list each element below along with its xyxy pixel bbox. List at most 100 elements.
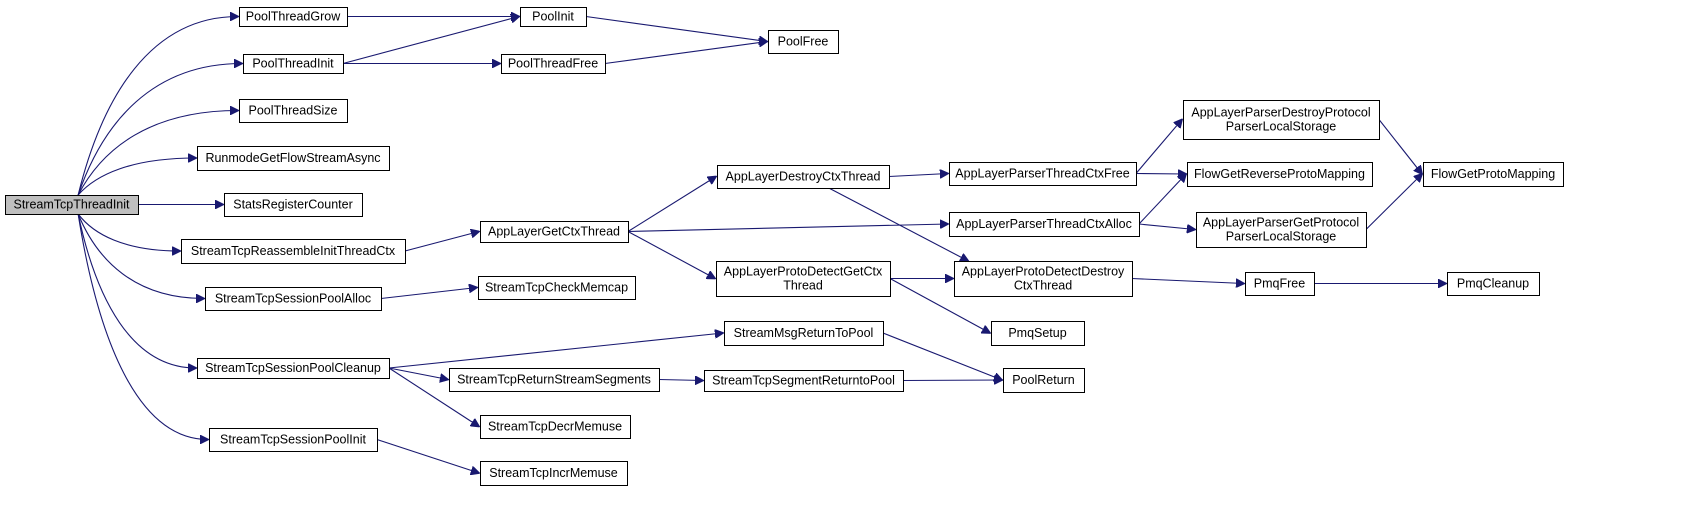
node-label: StreamTcpIncrMemuse xyxy=(489,466,618,480)
node-label: StreamTcpReassembleInitThreadCtx xyxy=(191,244,396,258)
node-label: StatsRegisterCounter xyxy=(233,198,353,212)
node-app-layer-parser-thread-ctx-alloc[interactable]: AppLayerParserThreadCtxAlloc xyxy=(949,212,1140,237)
edge-stream-tcp-thread-init-to-stream-tcp-session-pool-cleanup xyxy=(77,213,196,368)
node-label: PoolThreadInit xyxy=(252,57,334,71)
node-box xyxy=(478,276,636,300)
edge-stream-tcp-segment-returnto-pool-to-pool-return xyxy=(902,380,1002,381)
node-label: StreamTcpSegmentReturntoPool xyxy=(712,374,895,388)
edge-app-layer-parser-thread-ctx-alloc-to-flow-get-reverse-proto-mapping xyxy=(1138,174,1186,225)
node-pool-thread-free[interactable]: PoolThreadFree xyxy=(501,54,606,74)
node-label: StreamTcpReturnStreamSegments xyxy=(457,373,651,387)
node-box xyxy=(239,99,348,123)
node-pool-return[interactable]: PoolReturn xyxy=(1003,368,1085,393)
node-box xyxy=(716,261,891,297)
node-stream-tcp-session-pool-alloc[interactable]: StreamTcpSessionPoolAlloc xyxy=(205,287,382,311)
node-label: StreamTcpThreadInit xyxy=(13,198,130,212)
node-stream-tcp-decr-memuse[interactable]: StreamTcpDecrMemuse xyxy=(480,415,631,439)
node-label: StreamTcpSessionPoolInit xyxy=(220,433,366,447)
node-app-layer-parser-destroy-protocol-parser-local-storage[interactable]: AppLayerParserDestroyProtocolParserLocal… xyxy=(1183,100,1380,140)
node-box xyxy=(197,146,390,171)
node-box xyxy=(1447,272,1540,296)
edge-stream-tcp-thread-init-to-stream-tcp-reassemble-init-thread-ctx xyxy=(77,213,180,251)
node-runmode-get-flow-stream-async[interactable]: RunmodeGetFlowStreamAsync xyxy=(197,146,390,171)
node-box xyxy=(991,321,1085,346)
edge-stream-tcp-thread-init-to-stream-tcp-session-pool-init xyxy=(77,213,208,440)
edge-stream-tcp-session-pool-cleanup-to-stream-tcp-decr-memuse xyxy=(388,367,479,427)
node-pool-init[interactable]: PoolInit xyxy=(520,7,587,27)
node-stream-tcp-incr-memuse[interactable]: StreamTcpIncrMemuse xyxy=(480,461,628,486)
node-app-layer-parser-get-protocol-parser-local-storage[interactable]: AppLayerParserGetProtocolParserLocalStor… xyxy=(1196,212,1367,248)
node-stream-tcp-session-pool-cleanup[interactable]: StreamTcpSessionPoolCleanup xyxy=(197,358,390,379)
node-label: PoolThreadSize xyxy=(249,104,338,118)
edge-app-layer-proto-detect-destroy-ctx-thread-to-pmq-free xyxy=(1131,277,1244,284)
node-stream-tcp-reassemble-init-thread-ctx[interactable]: StreamTcpReassembleInitThreadCtx xyxy=(181,239,406,264)
node-stream-tcp-segment-returnto-pool[interactable]: StreamTcpSegmentReturntoPool xyxy=(704,370,904,392)
node-box xyxy=(480,461,628,486)
node-box xyxy=(724,321,884,346)
node-box xyxy=(224,193,363,217)
node-pool-thread-init[interactable]: PoolThreadInit xyxy=(243,54,344,74)
edge-app-layer-get-ctx-thread-to-app-layer-destroy-ctx-thread xyxy=(627,177,716,232)
node-box xyxy=(205,287,382,311)
node-box xyxy=(197,358,390,379)
edge-app-layer-parser-thread-ctx-alloc-to-app-layer-parser-get-protocol-parser-local-storage xyxy=(1138,223,1195,230)
node-box xyxy=(501,54,606,74)
node-label: AppLayerProtoDetectGetCtx xyxy=(724,265,883,279)
node-stream-msg-return-to-pool[interactable]: StreamMsgReturnToPool xyxy=(724,321,884,346)
node-box xyxy=(949,212,1140,237)
edge-app-layer-get-ctx-thread-to-app-layer-parser-thread-ctx-alloc xyxy=(627,224,948,233)
node-label: ParserLocalStorage xyxy=(1226,120,1337,134)
node-label: FlowGetProtoMapping xyxy=(1431,167,1555,181)
node-box xyxy=(768,30,839,54)
node-label: PmqCleanup xyxy=(1457,277,1529,291)
edge-stream-tcp-session-pool-cleanup-to-stream-msg-return-to-pool xyxy=(388,333,723,369)
node-flow-get-reverse-proto-mapping[interactable]: FlowGetReverseProtoMapping xyxy=(1187,162,1373,187)
node-pmq-free[interactable]: PmqFree xyxy=(1245,272,1315,296)
node-stream-tcp-thread-init[interactable]: StreamTcpThreadInit xyxy=(5,195,139,215)
node-label: PoolThreadGrow xyxy=(246,10,341,24)
edge-app-layer-destroy-ctx-thread-to-app-layer-parser-thread-ctx-free xyxy=(888,174,948,177)
node-stream-tcp-return-stream-segments[interactable]: StreamTcpReturnStreamSegments xyxy=(449,368,660,392)
node-flow-get-proto-mapping[interactable]: FlowGetProtoMapping xyxy=(1423,162,1564,187)
edge-pool-thread-init-to-pool-init xyxy=(342,17,519,65)
node-label: StreamMsgReturnToPool xyxy=(734,326,874,340)
node-app-layer-destroy-ctx-thread[interactable]: AppLayerDestroyCtxThread xyxy=(717,165,890,189)
node-label: AppLayerParserGetProtocol xyxy=(1203,216,1359,230)
node-box xyxy=(239,7,348,27)
edge-pool-thread-free-to-pool-free xyxy=(604,42,767,65)
node-box xyxy=(1196,212,1367,248)
edge-stream-tcp-session-pool-init-to-stream-tcp-incr-memuse xyxy=(376,438,479,474)
node-label: StreamTcpSessionPoolAlloc xyxy=(215,292,371,306)
node-label: PoolFree xyxy=(778,35,829,49)
node-label: AppLayerParserThreadCtxFree xyxy=(955,167,1129,181)
node-app-layer-parser-thread-ctx-free[interactable]: AppLayerParserThreadCtxFree xyxy=(949,162,1137,186)
node-app-layer-get-ctx-thread[interactable]: AppLayerGetCtxThread xyxy=(480,221,629,243)
edge-app-layer-proto-detect-get-ctx-thread-to-pmq-setup xyxy=(889,278,990,334)
node-box xyxy=(1183,100,1380,140)
node-pmq-setup[interactable]: PmqSetup xyxy=(991,321,1085,346)
node-label: AppLayerGetCtxThread xyxy=(488,225,620,239)
node-stream-tcp-session-pool-init[interactable]: StreamTcpSessionPoolInit xyxy=(209,428,378,452)
node-stats-register-counter[interactable]: StatsRegisterCounter xyxy=(224,193,363,217)
node-box xyxy=(449,368,660,392)
node-pmq-cleanup[interactable]: PmqCleanup xyxy=(1447,272,1540,296)
node-box xyxy=(480,221,629,243)
node-pool-free[interactable]: PoolFree xyxy=(768,30,839,54)
edge-stream-tcp-thread-init-to-pool-thread-grow xyxy=(77,17,238,196)
node-label: RunmodeGetFlowStreamAsync xyxy=(205,151,380,165)
node-label: PmqFree xyxy=(1254,277,1305,291)
node-label: StreamTcpSessionPoolCleanup xyxy=(205,361,381,375)
node-label: ParserLocalStorage xyxy=(1226,230,1337,244)
node-label: PmqSetup xyxy=(1008,326,1066,340)
node-pool-thread-grow[interactable]: PoolThreadGrow xyxy=(239,7,348,27)
node-stream-tcp-check-memcap[interactable]: StreamTcpCheckMemcap xyxy=(478,276,636,300)
node-label: CtxThread xyxy=(1014,279,1072,293)
edge-app-layer-parser-thread-ctx-free-to-app-layer-parser-destroy-protocol-parser-local-storage xyxy=(1135,120,1182,174)
node-label: AppLayerProtoDetectDestroy xyxy=(962,265,1125,279)
node-pool-thread-size[interactable]: PoolThreadSize xyxy=(239,99,348,123)
node-label: StreamTcpCheckMemcap xyxy=(485,281,628,295)
node-label: FlowGetReverseProtoMapping xyxy=(1194,167,1365,181)
